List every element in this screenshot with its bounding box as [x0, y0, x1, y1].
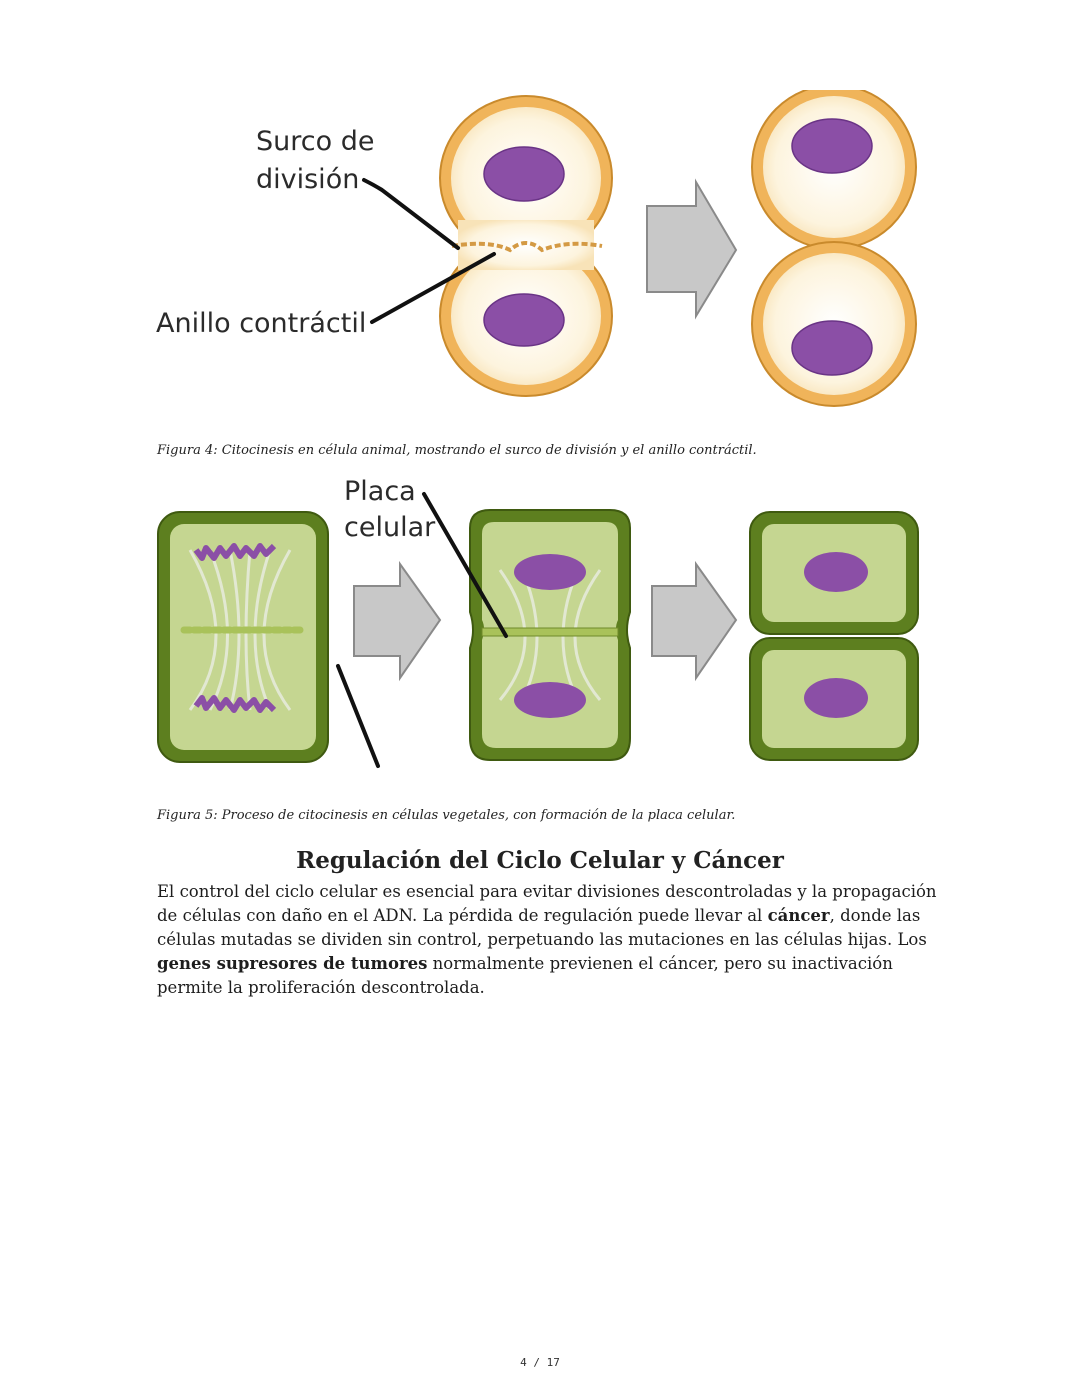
arrow-icon [651, 560, 738, 682]
label-division-furrow-1: Surco de [256, 126, 374, 157]
section-heading: Regulación del Ciclo Celular y Cáncer [296, 847, 784, 874]
daughter-cell-bottom [751, 241, 917, 407]
paragraph-text: normalmente previenen el cáncer, pero su… [157, 954, 893, 997]
plant-daughter-cell-bottom [749, 637, 919, 761]
plant-cell-cell-plate [469, 509, 631, 761]
dividing-animal-cell [439, 95, 613, 397]
plant-cell-telophase [157, 511, 329, 763]
paragraph-text: El control del ciclo celular es esencial… [157, 882, 937, 925]
daughter-cell-top [751, 90, 917, 250]
nucleus-top [483, 146, 565, 202]
label-division-furrow-2: división [256, 164, 359, 195]
term-tumor-suppressor-genes: genes supresores de tumores [157, 954, 428, 973]
figure-5-diagram: Placa celular [157, 476, 919, 768]
term-cancer: cáncer [767, 906, 830, 925]
arrow-icon [646, 178, 738, 320]
figure-5-caption: Figura 5: Proceso de citocinesis en célu… [157, 808, 736, 823]
arrow-icon [353, 560, 442, 682]
nucleus-bottom [483, 293, 565, 347]
label-cell-plate-1: Placa [344, 476, 416, 507]
label-contractile-ring: Anillo contráctil [156, 308, 366, 339]
figure-4-caption: Figura 4: Citocinesis en célula animal, … [157, 443, 757, 458]
label-cell-plate-2: celular [344, 512, 436, 543]
paragraph-text: , donde las células mutadas se dividen s… [157, 906, 927, 949]
figure-4-diagram: Surco de división Anillo contráctil [156, 90, 917, 407]
page-number: 4 / 17 [520, 1356, 560, 1369]
section-paragraph: El control del ciclo celular es esencial… [157, 880, 937, 1000]
plant-daughter-cell-top [749, 511, 919, 635]
